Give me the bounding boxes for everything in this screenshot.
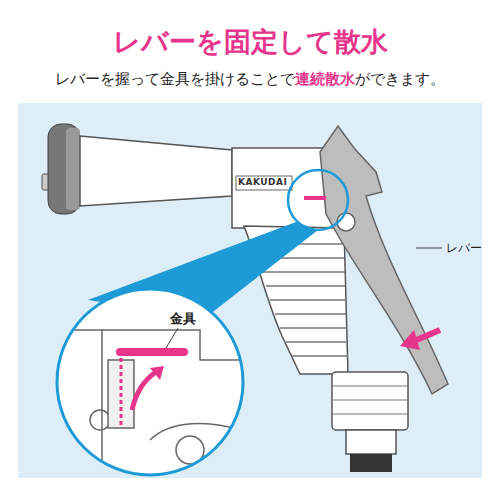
hose-coupling (332, 372, 408, 430)
squeeze-arrow-head (400, 330, 420, 350)
subtitle: レバーを握って金具を掛けることで連続散水ができます。 (0, 70, 500, 89)
brand-plate (236, 176, 292, 190)
hook-small (304, 196, 326, 200)
coupling-neck (346, 430, 396, 454)
leader-line (166, 328, 178, 348)
hook-arrow (132, 372, 156, 410)
subtitle-text: レバーを握って金具を掛けることで (55, 71, 295, 87)
hook-path (120, 358, 123, 425)
inset-border (57, 289, 243, 475)
background-panel (18, 103, 482, 478)
subtitle-text: ができます。 (355, 71, 445, 87)
nozzle-barrel (80, 136, 232, 206)
highlight-text: 連続散水 (295, 71, 355, 87)
title: レバーを固定して散水 (0, 24, 500, 60)
brand-name: KAKUDAI (238, 177, 287, 187)
lever (320, 126, 448, 394)
hook-inset (120, 348, 184, 356)
nozzle-head (48, 124, 80, 214)
zoom-circle (288, 170, 348, 230)
part-label: レバー (446, 240, 482, 257)
inset-circle (57, 289, 243, 475)
hook-arrow-head (150, 366, 164, 380)
nozzle-head-ring (66, 128, 80, 210)
part-label: 金具 (170, 310, 196, 328)
squeeze-arrow (414, 330, 440, 341)
coupling-tip (350, 454, 392, 472)
leader-line (416, 248, 442, 249)
